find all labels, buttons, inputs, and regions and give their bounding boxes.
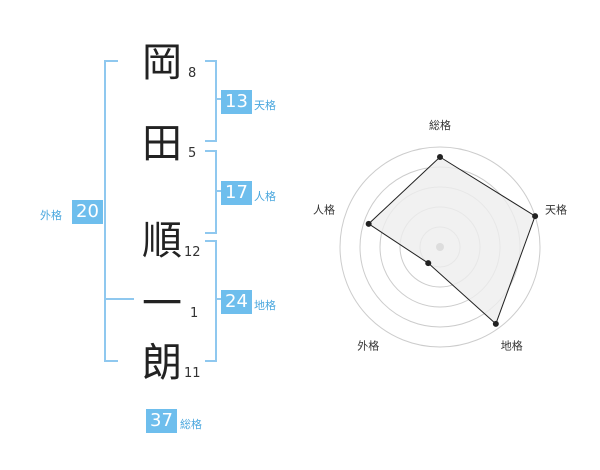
soukaku-label: 総格: [180, 418, 202, 431]
chikaku-bracket: [205, 240, 217, 362]
name-char-2: 田: [142, 121, 182, 167]
radar-axis-label-4: 外格: [357, 339, 379, 353]
gaikaku-badge: 20: [72, 200, 103, 224]
tenkaku-bracket: [205, 60, 217, 142]
tenkaku-tick: [215, 98, 221, 100]
tenkaku-label: 天格: [254, 99, 276, 112]
radar-axis-label-2: 天格: [545, 202, 567, 216]
stroke-count-5: 11: [184, 366, 201, 381]
radar-point-3: [492, 320, 499, 327]
radar-point-5: [365, 220, 372, 227]
radar-point-1: [437, 154, 443, 160]
chikaku-label: 地格: [254, 299, 276, 312]
radar-axis-label-5: 人格: [313, 202, 335, 216]
stroke-count-3: 12: [184, 245, 201, 260]
stroke-count-4: 1: [190, 306, 199, 321]
stroke-count-1: 8: [188, 66, 197, 81]
radar-points: [365, 154, 539, 327]
gaikaku-split-tick: [104, 298, 134, 300]
radar-center-dot: [436, 243, 444, 251]
name-char-4: 一: [142, 281, 182, 327]
radar-polygon: [367, 156, 536, 325]
jinkaku-tick: [215, 190, 221, 192]
chikaku-badge: 24: [221, 290, 252, 314]
name-char-5: 朗: [142, 340, 182, 386]
radar-point-2: [532, 213, 539, 220]
chikaku-tick: [215, 298, 221, 300]
jinkaku-bracket: [205, 150, 217, 234]
tenkaku-badge: 13: [221, 90, 252, 114]
stroke-count-2: 5: [188, 146, 197, 161]
soukaku-badge: 37: [146, 409, 177, 433]
jinkaku-badge: 17: [221, 181, 252, 205]
gaikaku-label: 外格: [40, 209, 62, 222]
name-char-1: 岡: [142, 40, 182, 86]
radar-point-4: [425, 260, 432, 267]
radar-axis-label-1: 総格: [429, 118, 451, 132]
name-char-3: 順: [142, 218, 182, 264]
jinkaku-label: 人格: [254, 190, 276, 203]
radar-ring: [339, 146, 541, 348]
radar-axis-label-3: 地格: [501, 339, 523, 353]
gaikaku-bracket: [104, 60, 118, 362]
